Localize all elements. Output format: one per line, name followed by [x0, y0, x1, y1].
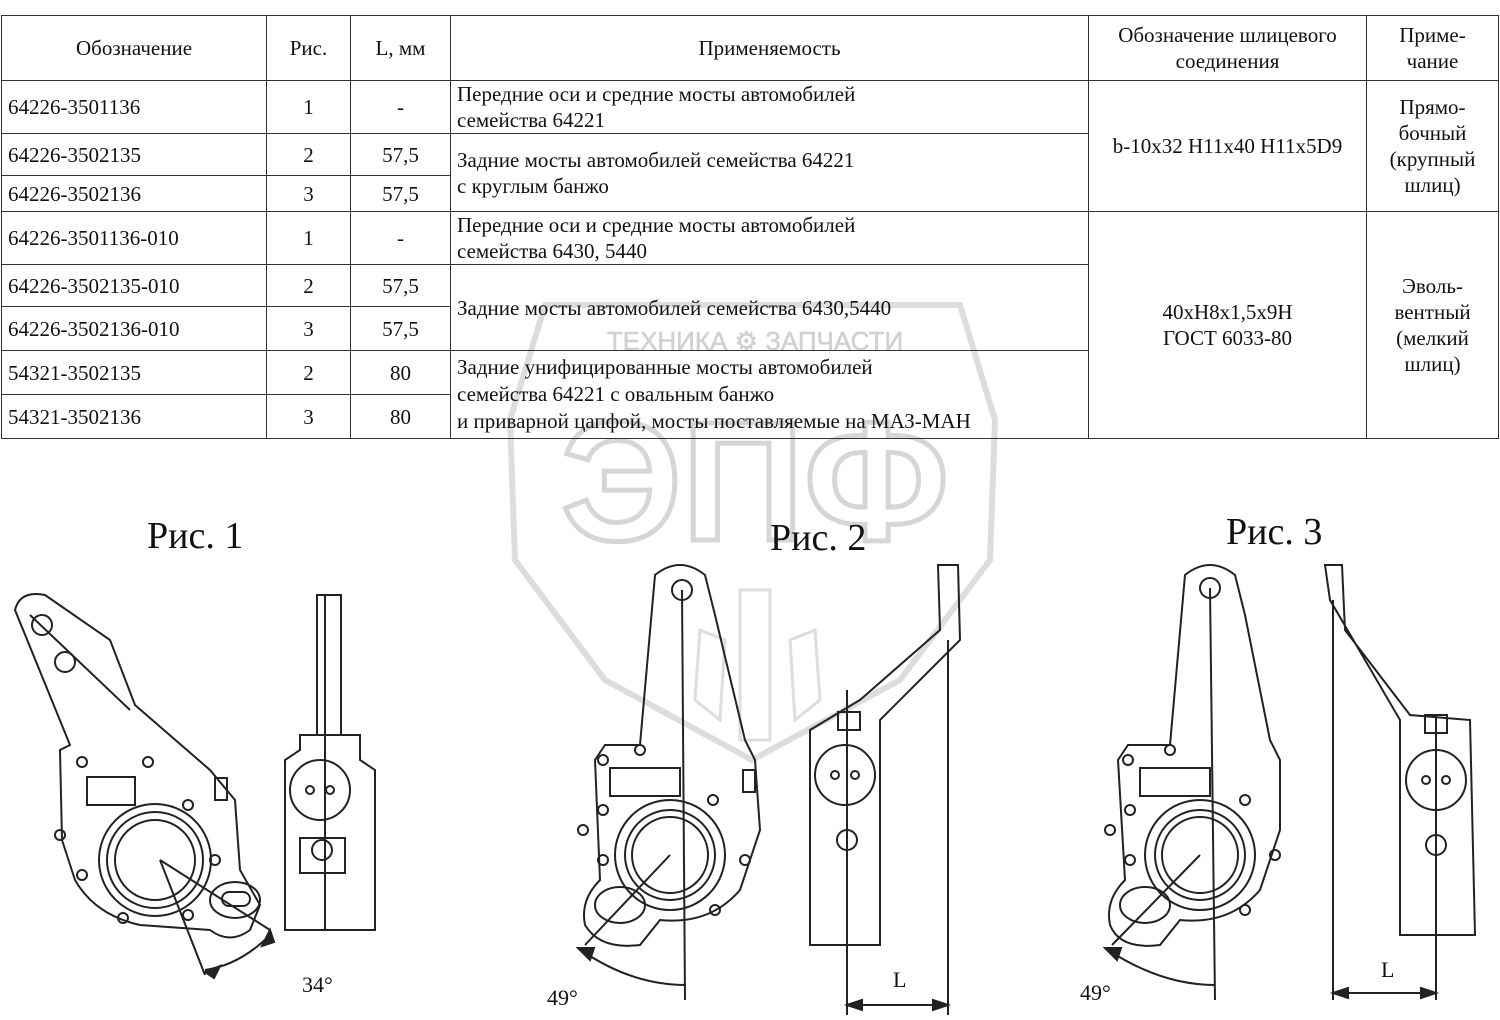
- table-row: 64226-3502135 2 57,5 Задние мосты автомо…: [1, 133, 1499, 212]
- cell-designation: 64226-3501136-010: [1, 211, 267, 265]
- fig3-caption: Рис. 3: [1226, 511, 1323, 553]
- cell-fig: 3: [266, 394, 351, 439]
- fig3-angle-label: 49°: [1080, 980, 1111, 1005]
- fig1-angle-label: 34°: [302, 972, 333, 997]
- cell-length: 57,5: [350, 133, 451, 176]
- header-fig: Рис.: [266, 15, 351, 81]
- table-row: 54321-3502136 3 80: [1, 394, 1499, 439]
- cell-spline: b-10x32 H11x40 H11x5D9: [1088, 80, 1367, 212]
- cell-length: 57,5: [350, 264, 451, 307]
- cell-fig: 1: [266, 211, 351, 265]
- cell-fig: 3: [266, 175, 351, 212]
- cell-applicability: Передние оси и средние мосты автомобилей…: [450, 211, 1089, 265]
- fig3-front-view: [1102, 564, 1281, 1001]
- table-header-row: Обозначение Рис. L, мм Применяемость Обо…: [1, 15, 1499, 81]
- table-row: 64226-3501136-010 1 - Передние оси и сре…: [1, 211, 1499, 439]
- cell-length: 80: [350, 350, 451, 395]
- cell-length: -: [350, 80, 451, 134]
- fig1-front-view: [13, 593, 276, 980]
- cell-fig: 2: [266, 133, 351, 176]
- fig2-front-view: [575, 564, 762, 1001]
- cell-applicability: Задние унифицированные мосты автомобилей…: [450, 350, 1089, 439]
- fig1-side-view: [284, 594, 376, 931]
- cell-note: Прямо- бочный (крупный шлиц): [1366, 80, 1499, 212]
- table-row: 64226-3502135-010 2 57,5 Задние мосты ав…: [1, 264, 1499, 351]
- fig3-length-label: L: [1381, 957, 1395, 982]
- parts-table: Обозначение Рис. L, мм Применяемость Обо…: [1, 15, 1499, 439]
- fig2-length-label: L: [893, 967, 907, 992]
- cell-note: Эволь- вентный (мелкий шлиц): [1366, 211, 1499, 439]
- cell-applicability: Задние мосты автомобилей семейства 64221…: [450, 133, 1089, 212]
- header-length: L, мм: [350, 15, 451, 81]
- fig1-caption: Рис. 1: [147, 515, 244, 557]
- fig3-side-view: [1323, 564, 1477, 1000]
- cell-designation: 54321-3502135: [1, 350, 267, 395]
- table-row: 54321-3502135 2 80 Задние унифицированны…: [1, 350, 1499, 439]
- cell-designation: 64226-3501136: [1, 80, 267, 134]
- cell-designation: 54321-3502136: [1, 394, 267, 439]
- table-row: 64226-3502136-010 3 57,5: [1, 306, 1499, 351]
- cell-length: 80: [350, 394, 451, 439]
- header-applicability: Применяемость: [450, 15, 1089, 81]
- fig2-side-view: [809, 564, 962, 1015]
- cell-fig: 1: [266, 80, 351, 134]
- fig2-caption: Рис. 2: [770, 517, 867, 559]
- cell-spline: 40xH8x1,5x9H ГОСТ 6033-80: [1088, 211, 1367, 439]
- header-spline: Обозначение шлицевого соединения: [1088, 15, 1367, 81]
- cell-applicability: Задние мосты автомобилей семейства 6430,…: [450, 264, 1089, 351]
- cell-fig: 2: [266, 264, 351, 307]
- fig2-angle-label: 49°: [547, 985, 578, 1010]
- header-note: Приме- чание: [1366, 15, 1499, 81]
